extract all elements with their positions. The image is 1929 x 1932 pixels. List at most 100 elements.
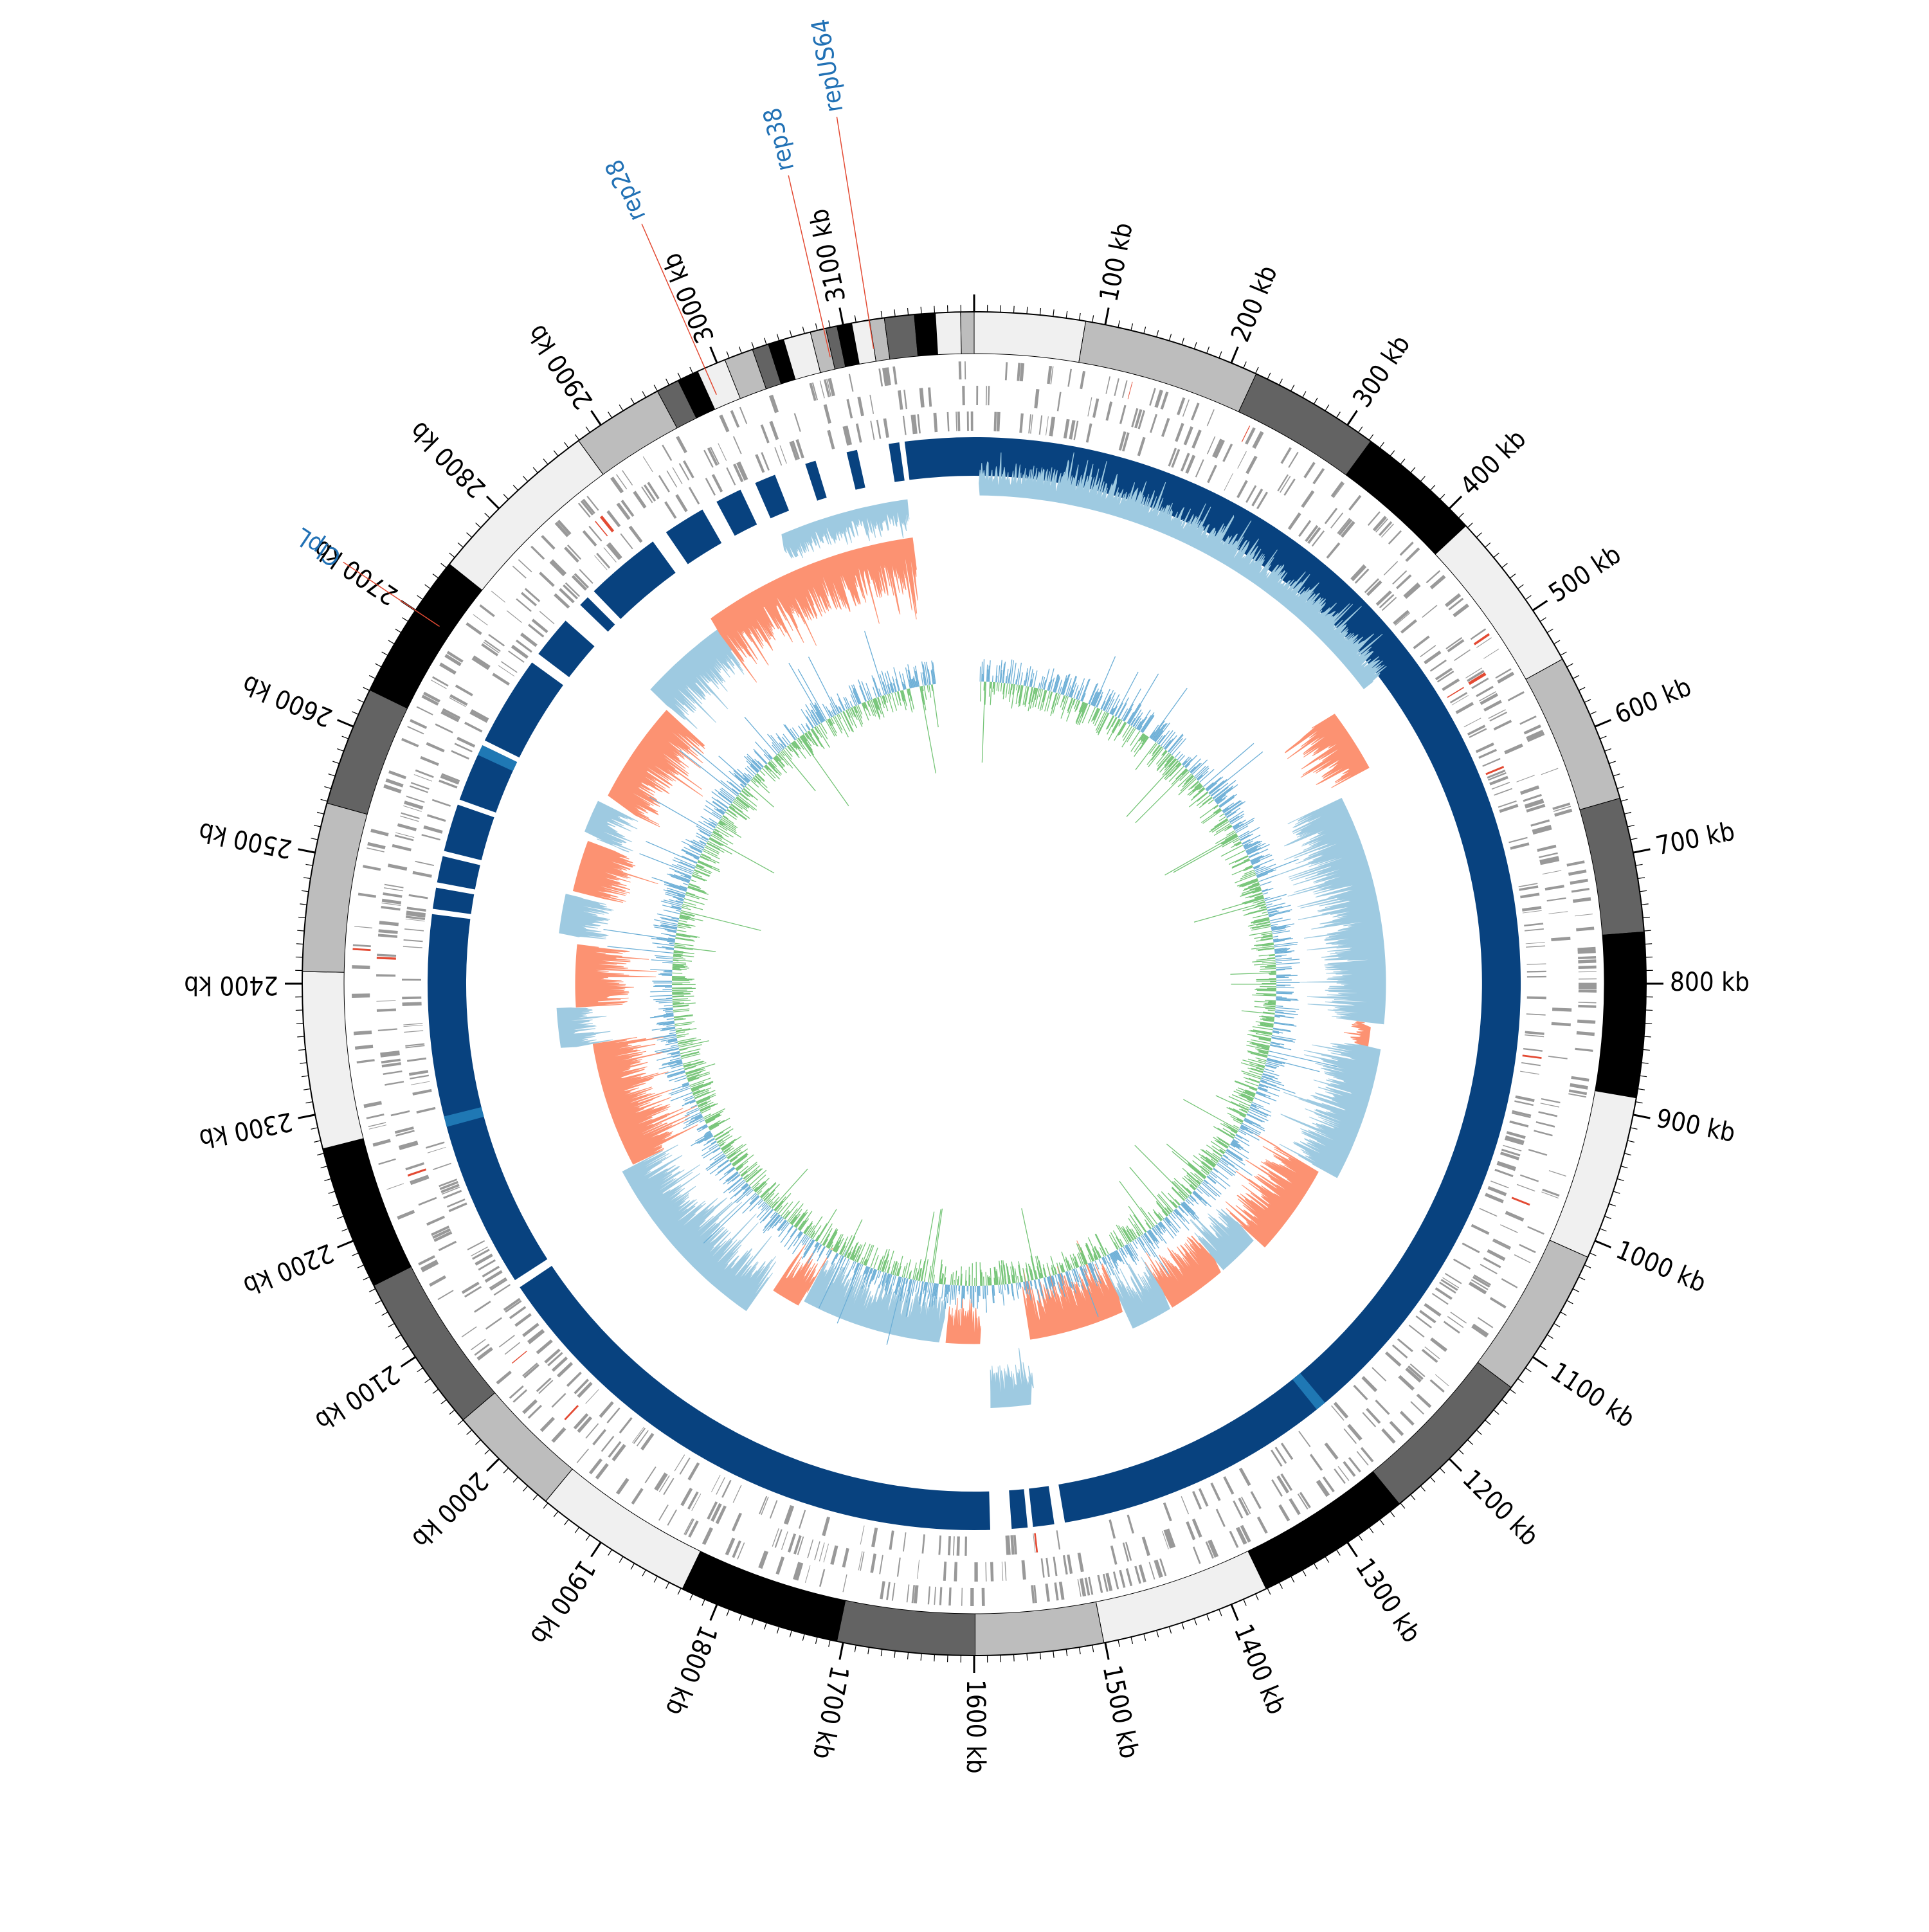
gc-skew-mark xyxy=(1253,914,1268,918)
minor-tick xyxy=(1092,315,1094,322)
scale-tick-label: 1500 kb xyxy=(1097,1663,1145,1761)
gc-skew-mark xyxy=(1275,955,1287,956)
gene-feature xyxy=(467,1240,485,1250)
minor-tick xyxy=(1430,1477,1435,1482)
minor-tick xyxy=(1194,1618,1197,1625)
gene-feature xyxy=(730,410,740,428)
gc-skew-mark xyxy=(817,726,830,748)
minor-tick xyxy=(802,1634,804,1641)
gc-skew-mark xyxy=(1135,1145,1188,1198)
gene-feature xyxy=(997,412,1001,431)
minor-tick xyxy=(543,1503,548,1509)
gene-feature xyxy=(619,1417,633,1434)
minor-tick xyxy=(1390,1512,1395,1517)
gene-feature xyxy=(849,374,854,392)
gc-skew-mark xyxy=(672,990,687,991)
gene-feature xyxy=(1393,610,1409,625)
gene-feature xyxy=(1549,1170,1566,1177)
minor-tick xyxy=(1182,338,1184,345)
gc-skew-mark xyxy=(703,1114,711,1117)
minor-tick xyxy=(790,330,792,338)
gc-skew-mark xyxy=(1270,1045,1291,1050)
gene-feature xyxy=(1521,1062,1541,1066)
gene-feature xyxy=(1456,702,1474,714)
scale-tick-label: 100 kb xyxy=(1094,221,1139,304)
gene-feature xyxy=(733,1485,742,1503)
contig-segment xyxy=(837,1600,975,1656)
gene-feature xyxy=(352,993,370,996)
minor-tick xyxy=(485,513,490,518)
gene-feature xyxy=(1229,1531,1239,1548)
gene-feature xyxy=(1184,426,1193,446)
scale-tick-label: 2000 kb xyxy=(406,1466,493,1553)
minor-tick xyxy=(1621,1166,1628,1168)
scale-tick-label: 2500 kb xyxy=(196,817,294,864)
gc-content-area xyxy=(946,1295,981,1344)
major-tick xyxy=(1348,411,1357,425)
minor-tick xyxy=(829,321,830,328)
gene-feature xyxy=(1500,1224,1518,1233)
gene-feature xyxy=(1519,716,1536,725)
gc-skew-mark xyxy=(726,1171,738,1181)
minor-tick xyxy=(1314,398,1318,404)
gc-content-area xyxy=(622,1145,775,1311)
gene-feature xyxy=(466,622,482,635)
gc-skew-mark xyxy=(788,1231,801,1250)
major-tick xyxy=(711,347,717,363)
gc-skew-mark xyxy=(1267,965,1276,966)
gc-skew-mark xyxy=(821,723,828,734)
gc-skew-mark xyxy=(783,734,790,744)
gc-skew-mark xyxy=(994,1277,995,1285)
gene-feature xyxy=(1366,1408,1381,1424)
scale-tick-label: 3100 kb xyxy=(804,206,852,305)
gene-feature xyxy=(1516,775,1535,782)
gene-feature xyxy=(1520,786,1539,795)
gene-feature xyxy=(1578,959,1596,963)
gc-skew-mark xyxy=(1244,1078,1260,1083)
gene-feature xyxy=(403,1025,422,1027)
gene-feature xyxy=(1119,1570,1125,1588)
minor-tick xyxy=(554,1512,558,1517)
gene-feature xyxy=(842,1548,849,1567)
major-tick xyxy=(1105,1643,1109,1659)
gene-feature xyxy=(1289,1498,1301,1515)
minor-tick xyxy=(1411,467,1415,473)
gc-skew-mark xyxy=(850,701,853,707)
gene-feature xyxy=(878,368,883,386)
gene-feature xyxy=(819,1569,825,1587)
gene-feature xyxy=(1312,468,1325,484)
contig-segment-ring xyxy=(302,312,1646,1656)
gc-skew-mark xyxy=(1272,936,1278,937)
minor-tick xyxy=(1617,786,1624,788)
gene-feature xyxy=(1281,447,1292,464)
gc-skew-mark xyxy=(1267,905,1291,911)
gc-skew-mark xyxy=(860,686,866,702)
gc-skew-mark xyxy=(660,973,673,974)
minor-tick xyxy=(666,379,669,385)
minor-tick xyxy=(342,736,349,739)
gene-feature xyxy=(726,467,736,485)
gene-feature xyxy=(401,738,419,748)
minor-tick xyxy=(1485,543,1490,547)
gc-skew-mark xyxy=(788,1225,793,1232)
gc-skew-mark xyxy=(706,1155,726,1169)
gene-feature xyxy=(1137,437,1146,456)
minor-tick xyxy=(642,392,646,398)
gene-feature xyxy=(1064,419,1070,438)
gc-skew-mark xyxy=(1227,1150,1244,1160)
gene-feature xyxy=(1390,1421,1404,1436)
gene-feature xyxy=(687,1463,700,1481)
gene-feature xyxy=(1525,928,1544,932)
gc-skew-mark xyxy=(1275,1010,1296,1012)
scale-tick-label: 2200 kb xyxy=(239,1238,338,1301)
minor-tick xyxy=(1644,1036,1651,1037)
minor-tick xyxy=(1494,1410,1499,1414)
gc-skew-mark xyxy=(1276,963,1300,964)
gene-feature xyxy=(610,476,624,493)
gc-skew-mark xyxy=(1201,809,1220,822)
gc-skew-mark xyxy=(703,1148,720,1159)
minor-tick xyxy=(1325,405,1329,411)
gene-feature xyxy=(964,361,966,379)
minor-tick xyxy=(1440,1468,1445,1473)
minor-tick xyxy=(1502,1400,1508,1404)
